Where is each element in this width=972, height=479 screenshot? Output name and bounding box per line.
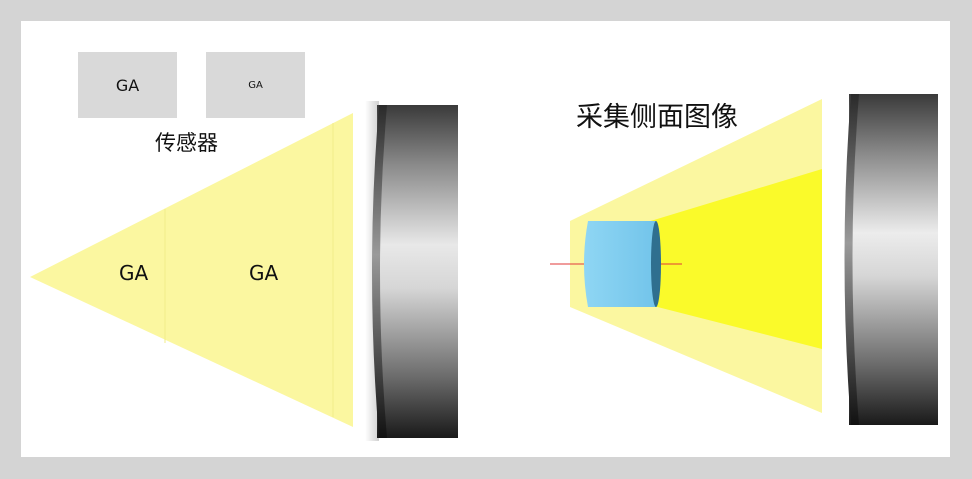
sensor-beam-cone [30,113,353,427]
camera-lens-face [651,221,661,307]
right-panel-graphics [550,94,938,425]
camera-body [584,221,656,307]
cone-label-far: GA [249,261,279,285]
workpiece-cylinder-face [372,105,387,438]
workpiece-cylinder-face [844,94,859,425]
diagram-canvas: GA GA 传感器 GA GA [21,21,950,457]
ga-box-large-label: GA [115,75,140,95]
ga-box-small-label: GA [248,79,263,91]
capture-side-image-title: 采集侧面图像 [576,102,738,133]
sensor-label: 传感器 [155,131,218,155]
cone-label-near: GA [119,261,149,285]
ga-box-small: GA [206,52,305,118]
left-panel-graphics [30,101,458,441]
workpiece-cylinder [849,94,938,425]
left-panel: GA GA 传感器 GA GA [21,21,458,457]
ga-box-large: GA [78,52,177,118]
workpiece-cylinder [377,105,458,438]
right-panel: 采集侧面图像 [458,21,950,457]
camera-inner-field-cone [634,169,822,349]
